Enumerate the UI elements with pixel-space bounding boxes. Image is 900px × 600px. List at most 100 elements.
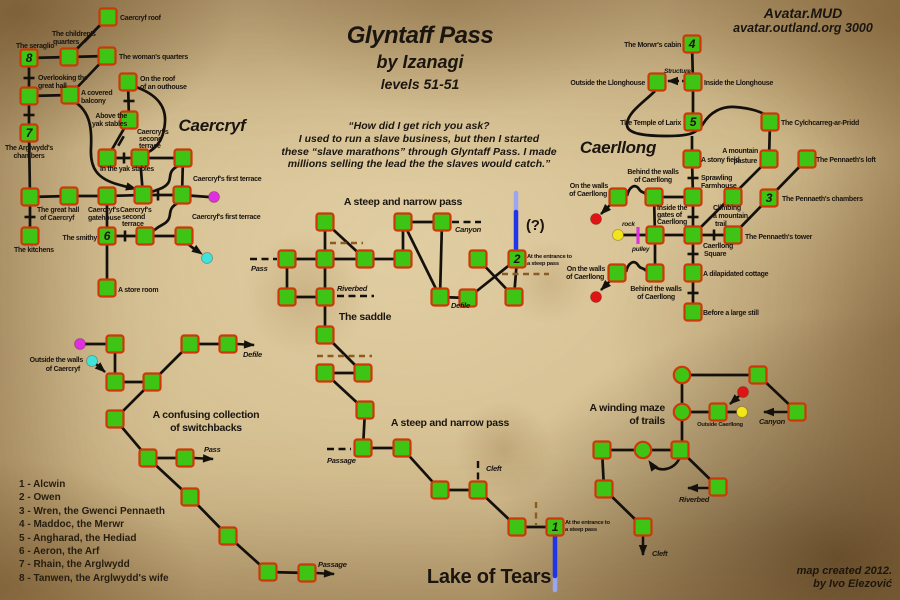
room — [20, 187, 40, 207]
room — [60, 85, 80, 105]
room — [683, 187, 703, 207]
map-label: gatehouse — [88, 215, 121, 222]
map-label: Climbing — [713, 205, 741, 212]
legend-item: 1 - Alcwin — [19, 479, 66, 490]
map-label: A steep and narrow pass — [391, 417, 510, 429]
title-block: Glyntaff Pass by Izanagi levels 51-51 — [240, 22, 600, 92]
room — [430, 287, 450, 307]
map-label: Defile — [243, 350, 262, 359]
map-label: (?) — [526, 217, 545, 234]
npc-legend: 1 - Alcwin 2 - Owen 3 - Wren, the Gwenci… — [19, 478, 169, 585]
room — [608, 187, 628, 207]
room — [683, 72, 703, 92]
map-label: pasture — [733, 158, 757, 165]
room — [353, 363, 373, 383]
room — [644, 187, 664, 207]
quote-line: I used to run a slave business, but then… — [298, 132, 540, 145]
arrowhead — [323, 569, 335, 578]
map-label: At the entrance to — [527, 254, 572, 260]
map-label: The smithy — [63, 235, 98, 242]
room — [277, 287, 297, 307]
room — [708, 477, 728, 497]
room — [468, 480, 488, 500]
map-author: by Izanagi — [376, 52, 464, 72]
map-label: Inside the — [657, 205, 688, 212]
room — [748, 365, 768, 385]
map-label: balcony — [81, 98, 106, 105]
map-label: Behind the walls — [630, 286, 682, 293]
room — [218, 526, 238, 546]
map-label: The saddle — [339, 311, 392, 323]
map-edge — [401, 221, 442, 298]
map-label: On the walls — [567, 266, 606, 273]
map-credit: map created 2012. by Ivo Elezović — [797, 565, 892, 591]
map-label: Behind the walls — [627, 169, 679, 176]
room — [645, 263, 665, 283]
map-label: Pass — [251, 264, 268, 273]
room-number: 1 — [552, 520, 559, 534]
arrowhead — [763, 407, 774, 417]
magenta-dot — [74, 338, 86, 350]
room — [98, 7, 118, 27]
room — [119, 110, 139, 130]
map-label: great hall — [38, 83, 67, 90]
map-label: Square — [704, 251, 727, 258]
map-label: Caercryf's first terrace — [193, 176, 262, 183]
room — [393, 249, 413, 269]
map-curve — [625, 90, 768, 138]
map-label: terrace — [139, 143, 161, 150]
room — [277, 249, 297, 269]
room — [504, 287, 524, 307]
map-edge — [27, 132, 32, 198]
arrowhead — [600, 279, 612, 291]
map-label: Riverbed — [337, 284, 368, 293]
map-label: chambers — [13, 153, 44, 160]
site-address: avatar.outland.org 3000 — [733, 21, 873, 35]
map-label: of Caerllong — [569, 191, 607, 198]
map-label: In the yak stables — [100, 166, 154, 173]
map-label: of an outhouse — [140, 84, 187, 91]
room — [760, 112, 780, 132]
cyan-dot — [86, 355, 98, 367]
map-label: Caercryf's first terrace — [192, 214, 261, 221]
map-label: Cleft — [486, 464, 502, 473]
room — [683, 225, 703, 245]
map-label: Defile — [451, 301, 470, 310]
room — [458, 288, 478, 308]
room — [19, 86, 39, 106]
room — [797, 149, 817, 169]
room — [130, 148, 150, 168]
map-label: gates of — [657, 212, 683, 219]
room — [97, 148, 117, 168]
arrowhead — [243, 340, 255, 349]
room — [392, 438, 412, 458]
map-label: of Caerllong — [634, 177, 672, 184]
room — [172, 185, 192, 205]
map-label: Outside Caerllong — [697, 422, 743, 428]
room — [315, 249, 335, 269]
map-label: Passage — [327, 456, 356, 465]
quote-line: millions selling the lead the the slaves… — [287, 158, 551, 171]
room — [592, 440, 612, 460]
room-7 — [19, 123, 39, 143]
room — [297, 563, 317, 583]
room — [133, 185, 153, 205]
map-curve — [135, 85, 167, 155]
map-label: At the entrance to — [565, 520, 610, 526]
map-label: a steep pass — [527, 261, 559, 267]
room — [315, 363, 335, 383]
map-label: terrace — [122, 221, 144, 228]
room — [97, 46, 117, 66]
room — [105, 409, 125, 429]
room — [682, 149, 702, 169]
map-label: Canyon — [455, 225, 482, 234]
map-label: of trails — [629, 415, 665, 427]
map-label: quarters — [53, 39, 79, 46]
room — [708, 402, 728, 422]
map-label: The Arglwydd's — [5, 145, 53, 152]
map-label: Caerllong — [580, 138, 657, 157]
map-label: trail — [715, 221, 727, 228]
map-label: Caerllong — [703, 243, 733, 250]
